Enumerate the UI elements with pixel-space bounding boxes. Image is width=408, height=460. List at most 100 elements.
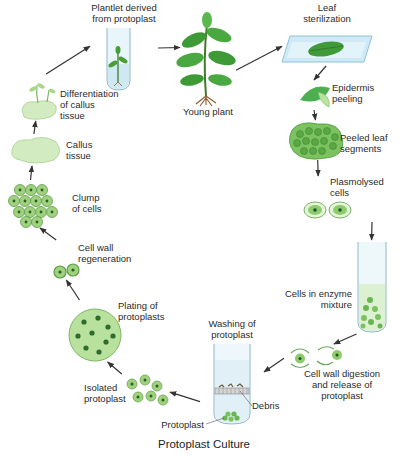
stage-node: Callus tissue <box>8 134 104 166</box>
flow-arrow <box>334 334 357 344</box>
regenerating-cells <box>54 264 79 278</box>
plantlet-tube <box>117 52 118 82</box>
flow-arrow <box>236 46 282 70</box>
peeled-leaf-segment <box>330 143 337 150</box>
enzyme-tube <box>361 324 366 329</box>
differentiating-callus <box>22 82 56 119</box>
culture-plate <box>95 315 100 320</box>
flow-arrow <box>46 46 90 74</box>
callus-mass <box>12 137 60 163</box>
digestion-cells <box>317 361 333 365</box>
flow-arrow <box>66 280 79 300</box>
differentiating-callus <box>22 101 56 120</box>
isolated-protoplasts <box>133 392 143 402</box>
peeled-leaf-segment <box>289 123 342 159</box>
plantlet-tube <box>117 55 128 64</box>
cell-clump <box>15 185 26 196</box>
isolated-protoplasts <box>156 385 159 388</box>
stage-label: Cell wall regeneration <box>78 242 136 264</box>
stage-node: Cell wall digestion and release of proto… <box>284 344 400 406</box>
differentiating-callus <box>48 88 56 94</box>
stage-label: Washing of protoplast <box>200 318 264 340</box>
peeled-leaf-segment <box>315 129 322 136</box>
regenerating-cells <box>67 264 79 276</box>
cell-clump <box>32 217 43 228</box>
cell-clump <box>40 211 43 214</box>
digestion-cells <box>291 364 309 368</box>
flow-arrow <box>314 66 326 80</box>
culture-plate <box>69 309 121 361</box>
peeled-leaf-segment <box>310 148 317 155</box>
cell-clump <box>29 211 32 214</box>
enzyme-tube <box>368 319 374 325</box>
flow-arrow <box>31 166 33 180</box>
plasmolysed-cells <box>313 208 317 212</box>
stage-node: Washing of protoplast <box>200 318 264 428</box>
cell-clump <box>36 207 47 218</box>
cell-clump <box>24 200 27 203</box>
cell-clump <box>9 185 58 228</box>
culture-plate <box>89 330 94 335</box>
young-plant <box>196 96 216 106</box>
stage-node: Leaf sterilization <box>282 2 372 66</box>
plasmolysed-cells <box>304 202 351 218</box>
part-label: Protoplast <box>158 419 204 430</box>
plantlet-tube <box>116 46 121 54</box>
plasmolysed-cells <box>304 202 326 218</box>
digestion-cells <box>295 354 305 364</box>
cell-clump <box>47 207 58 218</box>
part-label: Debris <box>252 400 286 411</box>
flow-arrow <box>158 47 180 49</box>
isolated-protoplasts <box>152 381 162 391</box>
culture-plate <box>110 333 115 338</box>
washing-tube <box>214 344 250 424</box>
washing-tube <box>225 411 230 416</box>
isolated-protoplasts <box>162 399 165 402</box>
peeled-leaf-segment <box>303 138 310 145</box>
stage-label: Differentiation of callus tissue <box>60 88 122 121</box>
cell-clump <box>25 221 28 224</box>
culture-plate <box>81 319 86 324</box>
enzyme-tube <box>375 314 381 320</box>
peeled-leaf-segment <box>312 139 319 146</box>
enzyme-tube <box>358 242 386 332</box>
regenerating-cells <box>71 268 74 271</box>
digestion-cells <box>318 347 334 350</box>
young-plant <box>205 25 234 45</box>
peeled-leaf-segment <box>332 134 339 141</box>
plasmolysed-cells <box>329 202 351 218</box>
plasmolysed-cells <box>308 205 322 215</box>
stage-node: Young plant <box>180 14 236 122</box>
peeled-leaf-segment <box>289 123 342 159</box>
plantlet-tube <box>107 28 130 90</box>
washing-tube <box>215 360 249 423</box>
enzyme-tube <box>378 324 383 329</box>
digestion-cells <box>299 357 302 360</box>
culture-plate <box>96 349 101 354</box>
stage-node: Plating of protoplasts <box>66 300 170 362</box>
washing-tube <box>219 384 243 387</box>
washing-tube <box>206 344 252 424</box>
cell-clump <box>13 200 16 203</box>
isolated-protoplasts <box>137 396 140 399</box>
plantlet-tube <box>114 82 122 86</box>
peeling-leaf <box>318 92 329 107</box>
stage-label: Plantlet derived from protoplast <box>90 2 158 24</box>
peeled-leaf-segment <box>297 131 304 138</box>
stage-label: Cell wall digestion and release of proto… <box>299 368 385 401</box>
cell-clump <box>21 217 32 228</box>
enzyme-tube <box>358 242 386 332</box>
washing-tube <box>231 411 236 416</box>
cell-clump <box>46 200 49 203</box>
cell-clump <box>25 207 36 218</box>
stage-label: Plasmolysed cells <box>330 176 396 198</box>
stage-node: Cells in enzyme mixture <box>262 240 388 334</box>
isolated-protoplasts <box>140 375 150 385</box>
cell-clump <box>20 196 31 207</box>
cell-clump <box>19 189 22 192</box>
stage-label: Cells in enzyme mixture <box>262 288 352 310</box>
plasmolysed-cells <box>338 208 342 212</box>
sterilization-tray <box>282 36 372 62</box>
plantlet-tube <box>107 28 130 90</box>
